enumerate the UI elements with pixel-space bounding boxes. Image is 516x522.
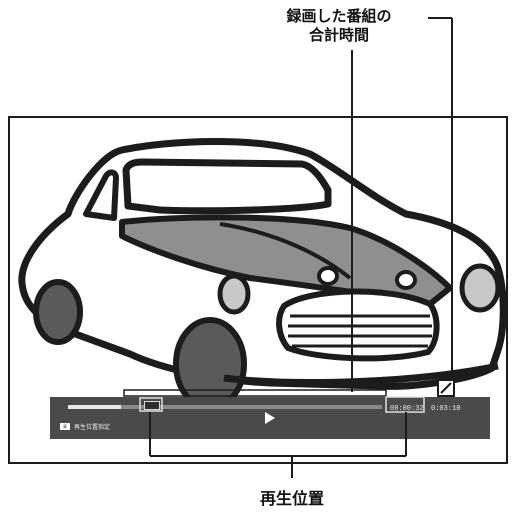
current-time-display: 00:00:32 bbox=[390, 405, 424, 413]
total-recorded-time-label-line2: 合計時間 bbox=[308, 26, 369, 44]
playback-position-callout: 再生位置 bbox=[259, 489, 324, 508]
play-button[interactable] bbox=[262, 411, 276, 425]
seek-key-label: 再生位置指定 bbox=[74, 424, 111, 431]
progress-bar-fill bbox=[68, 405, 121, 409]
playback-control-bar: 00:00:32 0:03:10 青 再生位置指定 bbox=[50, 397, 490, 439]
progress-bar[interactable] bbox=[68, 405, 382, 409]
blue-key-badge: 青 bbox=[60, 423, 70, 430]
playback-position-handle[interactable] bbox=[144, 401, 160, 410]
tv-screen: 00:00:32 0:03:10 青 再生位置指定 bbox=[8, 116, 508, 464]
seek-key-hint: 青 再生位置指定 bbox=[60, 422, 110, 431]
total-time-display: 0:03:10 bbox=[431, 405, 461, 413]
total-recorded-time-callout: 録画した番組の 合計時間 bbox=[254, 7, 424, 45]
play-icon bbox=[265, 412, 275, 424]
car-illustration bbox=[18, 138, 506, 411]
total-recorded-time-label-line1: 録画した番組の bbox=[286, 7, 392, 25]
